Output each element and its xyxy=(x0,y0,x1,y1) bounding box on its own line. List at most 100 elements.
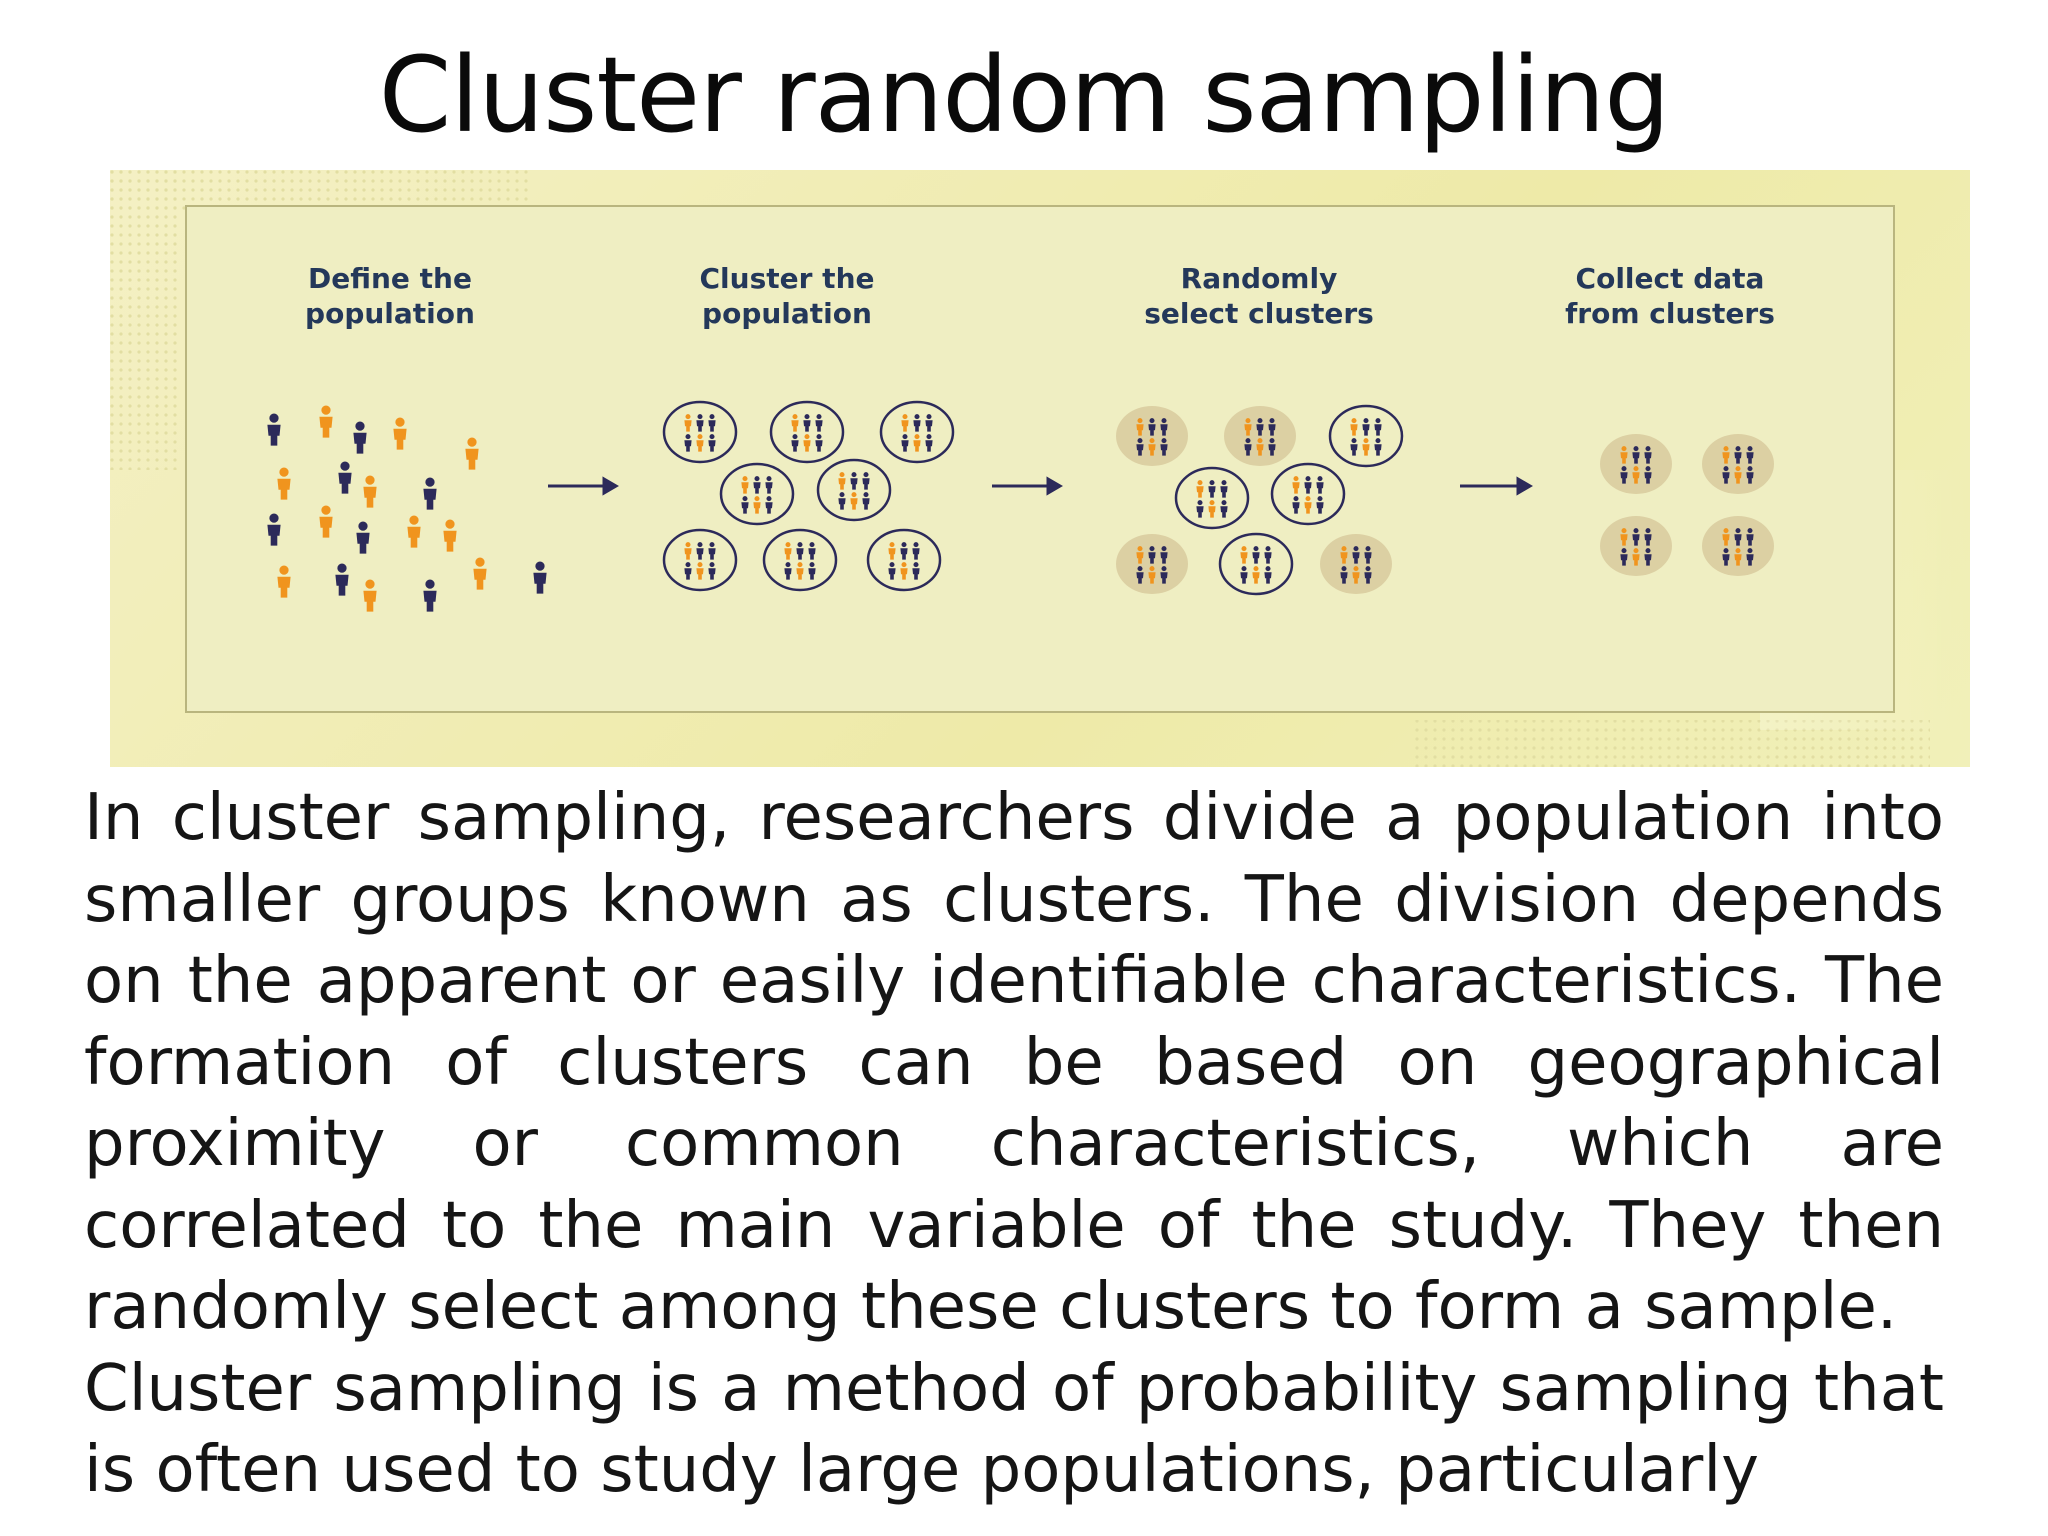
clusters-layer xyxy=(662,400,1774,596)
person-icon xyxy=(808,562,816,580)
step2-label-line2: population xyxy=(702,297,872,330)
person-icon xyxy=(1722,548,1730,566)
person-icon xyxy=(1362,438,1370,456)
person-icon xyxy=(1364,566,1372,584)
cluster xyxy=(866,528,942,592)
person-icon xyxy=(741,496,749,514)
person-icon xyxy=(1632,528,1640,546)
person-icon xyxy=(1148,566,1156,584)
selected-cluster xyxy=(1702,434,1774,494)
cluster xyxy=(769,400,845,464)
cluster xyxy=(719,462,795,526)
person-icon xyxy=(1374,418,1382,436)
body-text: In cluster sampling, researchers divide … xyxy=(84,778,1944,1512)
person-icon xyxy=(912,562,920,580)
person-icon xyxy=(791,414,799,432)
cluster-sampling-illustration: Define the population Cluster the popula… xyxy=(110,170,1970,767)
person-icon xyxy=(1746,466,1754,484)
cluster xyxy=(879,400,955,464)
person-icon xyxy=(423,579,437,612)
person-icon xyxy=(1264,566,1272,584)
person-icon xyxy=(1160,546,1168,564)
person-icon xyxy=(319,505,333,538)
person-icon xyxy=(888,542,896,560)
person-icon xyxy=(1220,500,1228,518)
person-icon xyxy=(1256,438,1264,456)
person-icon xyxy=(1734,446,1742,464)
person-icon xyxy=(363,579,377,612)
person-icon xyxy=(1734,528,1742,546)
person-icon xyxy=(1208,480,1216,498)
person-icon xyxy=(338,461,352,494)
selected-cluster xyxy=(1116,534,1188,594)
person-icon xyxy=(1340,566,1348,584)
person-icon xyxy=(1644,528,1652,546)
person-icon xyxy=(1252,546,1260,564)
person-icon xyxy=(791,434,799,452)
slide-title: Cluster random sampling xyxy=(378,34,1671,156)
person-icon xyxy=(1316,476,1324,494)
cluster xyxy=(662,400,738,464)
person-icon xyxy=(696,542,704,560)
cluster xyxy=(1218,532,1294,596)
step1-label-line1: Define the xyxy=(308,262,472,295)
step3-label-line2: select clusters xyxy=(1144,297,1374,330)
person-icon xyxy=(862,492,870,510)
arrow-right-icon xyxy=(1460,476,1533,496)
person-icon xyxy=(393,417,407,450)
selected-cluster xyxy=(1320,534,1392,594)
person-icon xyxy=(913,414,921,432)
person-icon xyxy=(1268,438,1276,456)
cluster xyxy=(1270,462,1346,526)
person-icon xyxy=(533,561,547,594)
person-icon xyxy=(1364,546,1372,564)
person-icon xyxy=(815,434,823,452)
selected-cluster xyxy=(1224,406,1296,466)
person-icon xyxy=(1746,446,1754,464)
person-icon xyxy=(1374,438,1382,456)
person-icon xyxy=(900,562,908,580)
step3-label-line1: Randomly xyxy=(1181,262,1338,295)
person-icon xyxy=(267,513,281,546)
person-icon xyxy=(815,414,823,432)
person-icon xyxy=(363,475,377,508)
step4-label-line1: Collect data xyxy=(1576,262,1765,295)
person-icon xyxy=(1208,500,1216,518)
person-icon xyxy=(267,413,281,446)
cluster xyxy=(816,458,892,522)
person-icon xyxy=(1220,480,1228,498)
person-icon xyxy=(335,563,349,596)
decor-dots-left xyxy=(110,170,180,470)
person-icon xyxy=(1632,548,1640,566)
person-icon xyxy=(1252,566,1260,584)
person-icon xyxy=(1644,446,1652,464)
person-icon xyxy=(684,562,692,580)
person-icon xyxy=(838,492,846,510)
person-icon xyxy=(1746,528,1754,546)
illustration-canvas: Define the population Cluster the popula… xyxy=(110,170,1970,767)
person-icon xyxy=(1136,546,1144,564)
person-icon xyxy=(423,477,437,510)
selected-cluster xyxy=(1600,434,1672,494)
person-icon xyxy=(1644,548,1652,566)
person-icon xyxy=(1620,528,1628,546)
person-icon xyxy=(684,414,692,432)
person-icon xyxy=(1722,466,1730,484)
cluster xyxy=(662,528,738,592)
person-icon xyxy=(1244,418,1252,436)
person-icon xyxy=(803,434,811,452)
cluster xyxy=(762,528,838,592)
person-icon xyxy=(1304,496,1312,514)
person-icon xyxy=(1620,466,1628,484)
person-icon xyxy=(684,434,692,452)
person-icon xyxy=(1136,438,1144,456)
person-icon xyxy=(803,414,811,432)
step4-label-line2: from clusters xyxy=(1565,297,1775,330)
arrow-right-icon xyxy=(548,476,619,496)
person-icon xyxy=(356,521,370,554)
person-icon xyxy=(765,476,773,494)
person-icon xyxy=(1148,418,1156,436)
person-icon xyxy=(684,542,692,560)
person-icon xyxy=(1362,418,1370,436)
person-icon xyxy=(1292,496,1300,514)
